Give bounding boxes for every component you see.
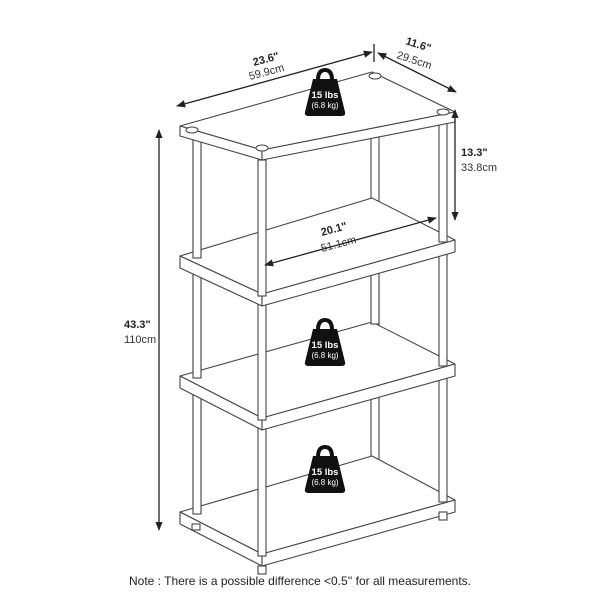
post-cap [255,144,269,152]
weight-label-top: 15 lbs [312,90,339,101]
weight-label-bottom: 15 lbs [312,467,339,478]
shelf-second [179,197,456,307]
weight-icon: 15 lbs (6.8 kg) [302,445,348,495]
depth-dimension-line [377,52,457,93]
dimension-lines [155,44,459,531]
post-cap [436,108,450,116]
weight-icon: 15 lbs (6.8 kg) [302,68,348,118]
post-cap [185,126,199,134]
foot-front-left [191,523,201,531]
foot-front-middle [257,565,267,575]
weight-icon: 15 lbs (6.8 kg) [302,318,348,368]
shelf-gap-cm-label: 33.8cm [461,162,497,174]
weight-sub-middle: (6.8 kg) [311,351,338,360]
shelf-bottom [179,455,456,575]
width-dimension-line [176,50,373,108]
shelf-gap-in-label: 13.3" [461,147,488,159]
post-cap [368,72,382,80]
weight-sub-top: (6.8 kg) [311,101,338,110]
weight-sub-bottom: (6.8 kg) [311,478,338,487]
height-cm-label: 110cm [124,334,156,346]
measurement-note: Note : There is a possible difference <0… [129,574,471,588]
back-posts [192,125,380,511]
height-in-label: 43.3" [124,319,151,331]
foot-front-right [438,511,448,521]
weight-label-middle: 15 lbs [312,340,339,351]
shelf-third [179,321,456,431]
inner-width-dimension-line [264,216,437,267]
